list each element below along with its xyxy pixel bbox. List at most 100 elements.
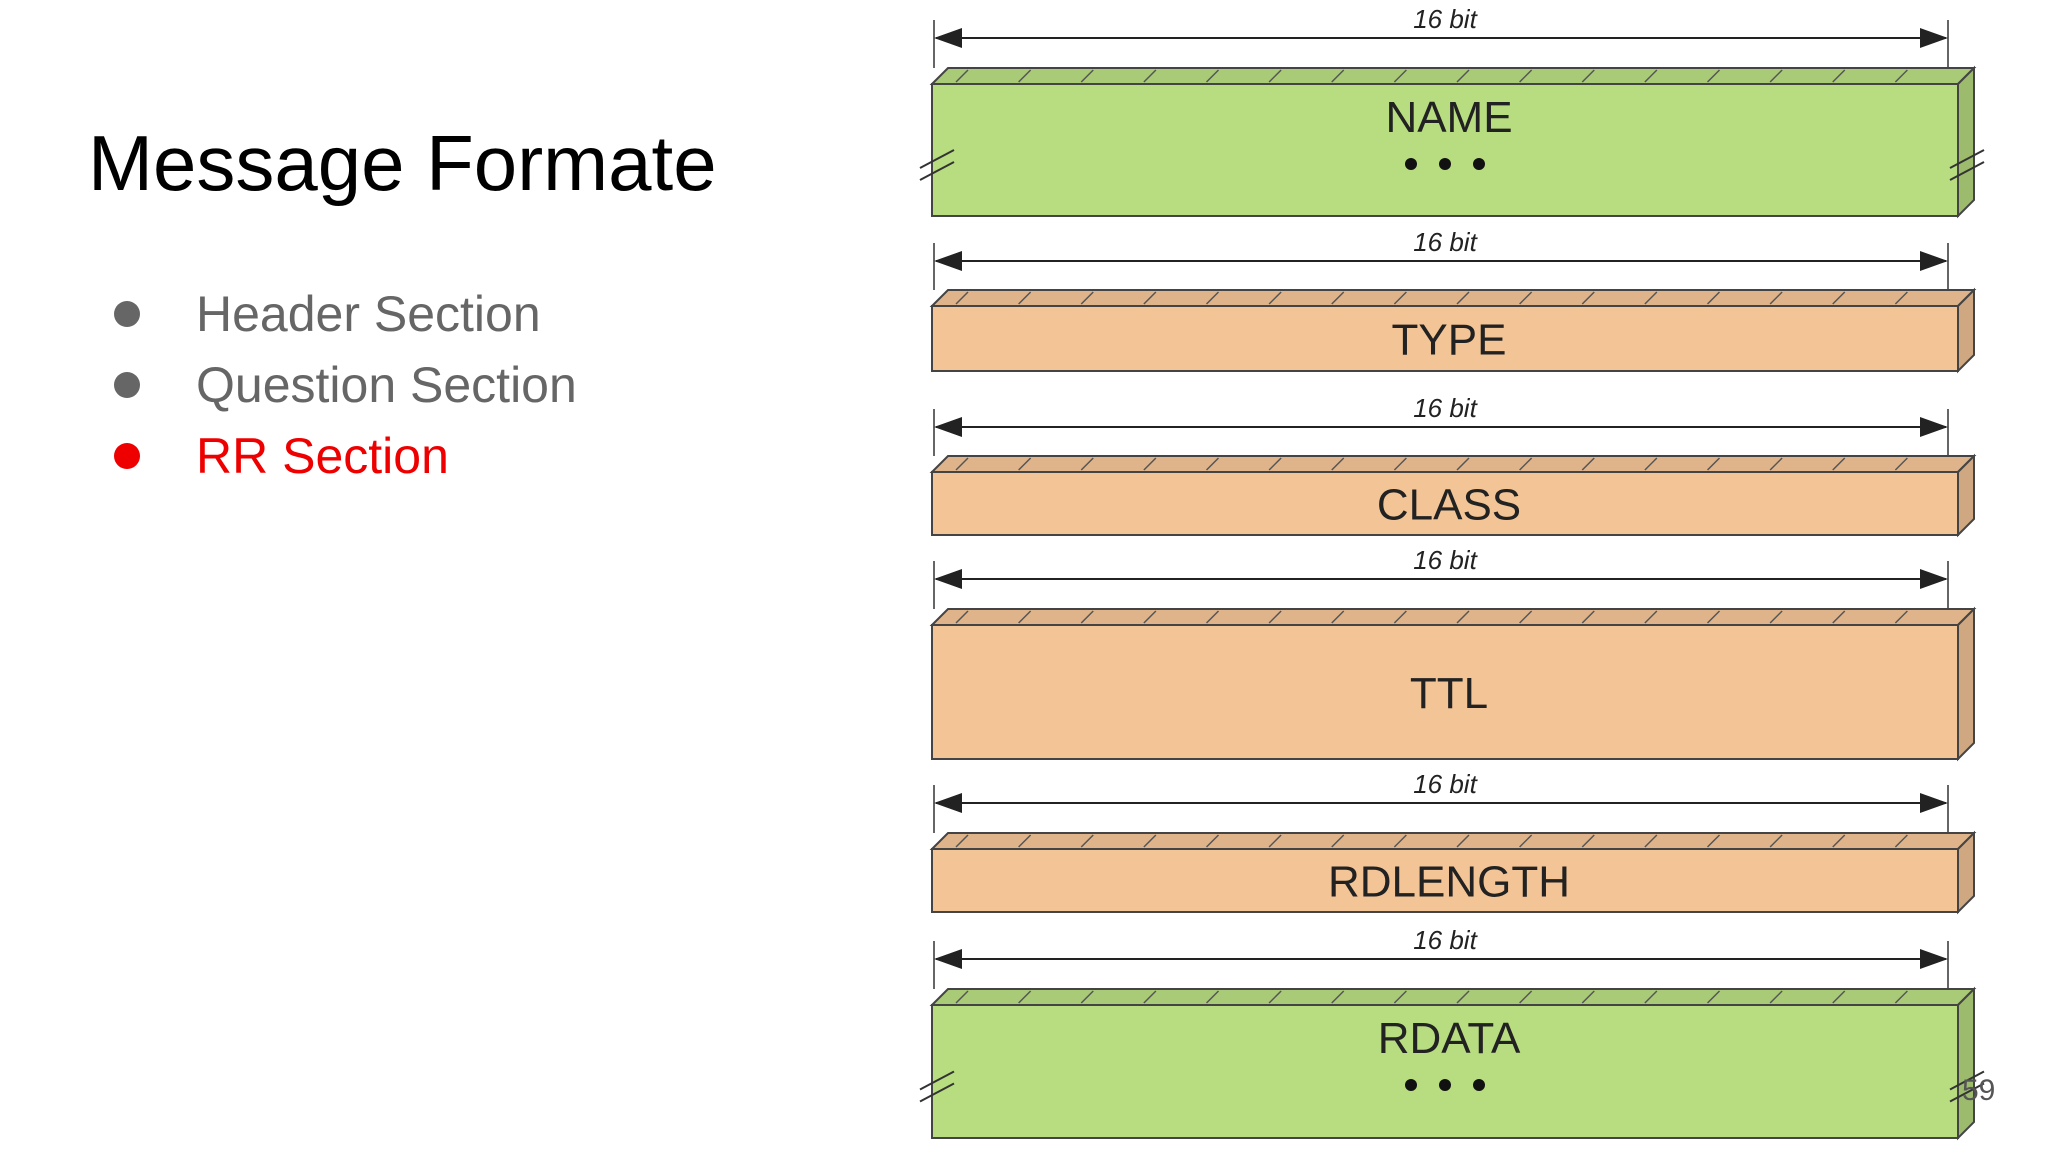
bit-tick — [955, 291, 969, 305]
bit-tick — [1519, 291, 1533, 305]
field-side-face — [1957, 65, 1975, 219]
bullet-text: RR Section — [196, 427, 449, 484]
bit-tick — [1393, 610, 1407, 624]
bit-tick — [955, 834, 969, 848]
bit-tick — [1080, 990, 1094, 1004]
bit-tick — [1581, 457, 1595, 471]
bit-tick — [1832, 69, 1846, 83]
field-front-face — [931, 83, 1959, 217]
bit-tick — [1581, 990, 1595, 1004]
continuation-dot — [1439, 1079, 1451, 1091]
bit-tick — [1519, 990, 1533, 1004]
field-side-face — [1957, 606, 1975, 762]
bit-tick — [1894, 291, 1908, 305]
bit-tick — [1644, 610, 1658, 624]
bullet-text: Question Section — [196, 356, 577, 413]
bit-tick — [955, 457, 969, 471]
bit-tick — [1331, 990, 1345, 1004]
bit-tick — [1456, 610, 1470, 624]
bullet-dot-icon — [114, 300, 140, 327]
bullet-item-rr-section: RR Section — [108, 420, 577, 491]
bit-tick — [1832, 457, 1846, 471]
bit-tick — [1393, 457, 1407, 471]
bit-tick — [955, 610, 969, 624]
bit-tick — [1706, 291, 1721, 305]
field-label: TYPE — [1392, 316, 1507, 365]
bit-tick — [1832, 834, 1846, 848]
bit-tick — [1018, 610, 1032, 624]
continuation-dot — [1439, 158, 1451, 170]
bit-tick — [1456, 457, 1470, 471]
field-side-face — [1957, 986, 1975, 1141]
bit-tick — [1644, 834, 1658, 848]
break-mark — [1949, 1082, 1985, 1103]
bit-tick — [1205, 990, 1220, 1004]
bit-tick — [1456, 69, 1470, 83]
bit-width-label: 16 bit — [1413, 227, 1478, 257]
bit-tick — [1331, 610, 1345, 624]
bit-tick — [1706, 834, 1721, 848]
continuation-dot — [1405, 1079, 1417, 1091]
bit-tick — [1268, 610, 1282, 624]
bit-tick — [1644, 990, 1658, 1004]
bit-tick — [1769, 457, 1783, 471]
bit-tick — [1268, 457, 1282, 471]
bit-tick — [1769, 834, 1783, 848]
bit-tick — [1080, 457, 1094, 471]
bit-tick — [1456, 834, 1470, 848]
bullet-item-question-section: Question Section — [108, 349, 577, 420]
bit-tick — [1143, 291, 1157, 305]
bit-tick — [1143, 610, 1157, 624]
bit-tick — [1393, 834, 1407, 848]
bit-tick — [1018, 990, 1032, 1004]
bit-tick — [1080, 291, 1094, 305]
continuation-dot — [1473, 1079, 1485, 1091]
bit-tick — [1769, 610, 1783, 624]
bit-tick — [1894, 457, 1908, 471]
bit-width-label: 16 bit — [1413, 925, 1478, 955]
bit-tick — [1205, 69, 1220, 83]
bit-tick — [1706, 69, 1721, 83]
bit-tick — [1456, 291, 1470, 305]
bit-width-label: 16 bit — [1413, 769, 1478, 799]
bullet-item-header-section: Header Section — [108, 278, 577, 349]
bit-tick — [1080, 834, 1094, 848]
bit-tick — [1706, 610, 1721, 624]
page-number: 59 — [1962, 1074, 1996, 1107]
bit-tick — [1331, 69, 1345, 83]
bit-tick — [1519, 834, 1533, 848]
bit-width-label: 16 bit — [1413, 4, 1478, 34]
bit-tick — [1205, 834, 1220, 848]
field-label: RDATA — [1378, 1014, 1521, 1063]
bit-tick — [1581, 834, 1595, 848]
break-mark — [1949, 1070, 1985, 1091]
field-label: TTL — [1410, 669, 1488, 718]
bit-tick — [1331, 291, 1345, 305]
bit-tick — [1832, 610, 1846, 624]
break-mark — [919, 1082, 955, 1103]
bit-tick — [1393, 990, 1407, 1004]
continuation-dot — [1405, 158, 1417, 170]
bit-tick — [955, 990, 969, 1004]
break-mark — [919, 1070, 955, 1091]
bit-tick — [1644, 457, 1658, 471]
bit-width-label: 16 bit — [1413, 545, 1478, 575]
bit-tick — [1581, 291, 1595, 305]
bit-tick — [1581, 610, 1595, 624]
bit-tick — [1519, 69, 1533, 83]
bit-tick — [1143, 990, 1157, 1004]
field-label: RDLENGTH — [1328, 858, 1570, 907]
break-mark — [1949, 149, 1985, 169]
bit-tick — [1519, 457, 1533, 471]
bit-tick — [1018, 457, 1032, 471]
field-front-face — [931, 1004, 1959, 1139]
bit-tick — [1268, 834, 1282, 848]
continuation-dot — [1473, 158, 1485, 170]
bit-tick — [1894, 69, 1908, 83]
field-front-face — [931, 305, 1959, 372]
bit-tick — [1894, 834, 1908, 848]
bit-tick — [1205, 610, 1220, 624]
